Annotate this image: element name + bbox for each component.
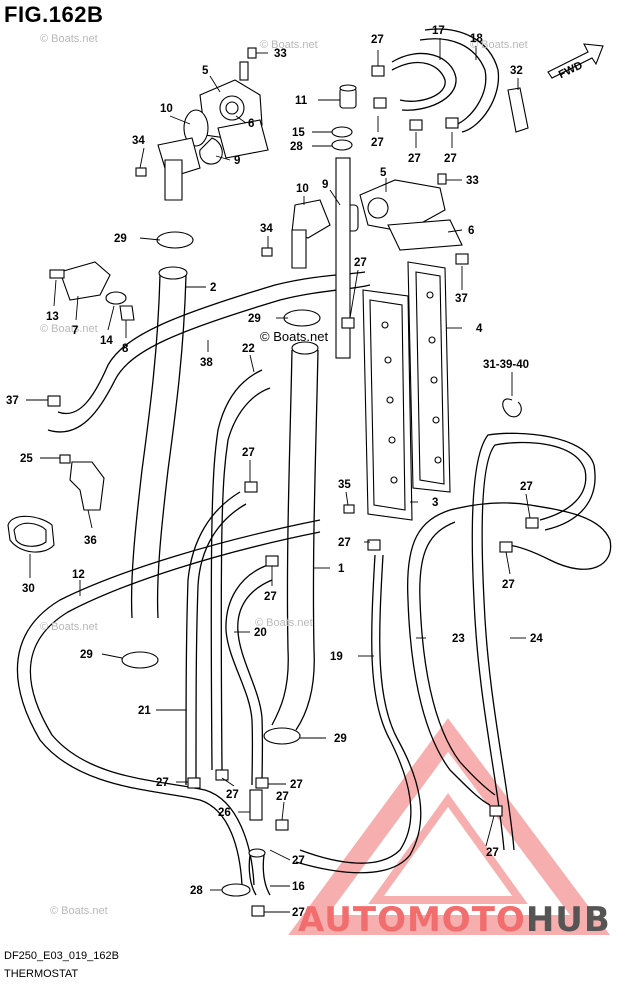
pipe-9 xyxy=(335,157,351,359)
callout-3: 3 xyxy=(432,497,438,509)
hose-group xyxy=(16,28,612,896)
callout-27: 27 xyxy=(408,153,421,165)
watermark-text: © Boats.net xyxy=(50,905,108,917)
figure-code: DF250_E03_019_162B xyxy=(4,950,119,962)
callout-8: 8 xyxy=(122,343,129,355)
callout-27: 27 xyxy=(276,791,289,803)
thermo-switch-parts xyxy=(49,261,135,321)
watermark-text: © Boats.net xyxy=(40,33,98,45)
brand-part-1: AUTOMOTO xyxy=(298,900,526,940)
callout-14: 14 xyxy=(100,335,113,347)
bracket-36 xyxy=(69,461,105,511)
watermark-text: © Boats.net xyxy=(40,621,98,633)
callout-9: 9 xyxy=(234,155,240,167)
callout-29: 29 xyxy=(248,313,261,325)
leader-lines xyxy=(26,38,531,913)
watermark-text: © Boats.net xyxy=(470,39,528,51)
callout-27: 27 xyxy=(520,481,533,493)
brand-part-2: HUB xyxy=(525,900,611,940)
callout-27: 27 xyxy=(444,153,457,165)
callout-27: 27 xyxy=(264,591,277,603)
callout-32: 32 xyxy=(510,65,523,77)
callout-34: 34 xyxy=(132,135,145,147)
figure-subtitle: THERMOSTAT xyxy=(4,968,79,980)
callout-27: 27 xyxy=(226,789,239,801)
watermark-text: © Boats.net xyxy=(40,323,98,335)
callout-29: 29 xyxy=(334,733,347,745)
callout-27: 27 xyxy=(354,257,367,269)
clip-31 xyxy=(502,398,522,418)
callout-27: 27 xyxy=(242,447,255,459)
callout-12: 12 xyxy=(72,569,85,581)
callout-27: 27 xyxy=(156,777,169,789)
callout-29: 29 xyxy=(80,649,93,661)
callout-10: 10 xyxy=(296,183,309,195)
callout-2: 2 xyxy=(210,282,216,294)
callout-17: 17 xyxy=(432,25,445,37)
callout-21: 21 xyxy=(138,705,151,717)
callout-27: 27 xyxy=(371,34,384,46)
boats-watermarks: © Boats.net © Boats.net © Boats.net © Bo… xyxy=(40,33,528,917)
callout-25: 25 xyxy=(20,453,33,465)
callout-33: 33 xyxy=(274,48,287,60)
thermostat-housing-upper xyxy=(157,61,269,201)
callout-9: 9 xyxy=(322,179,328,191)
callout-5: 5 xyxy=(380,167,387,179)
callout-33: 33 xyxy=(466,175,479,187)
callout-23: 23 xyxy=(452,633,465,645)
callout-18: 18 xyxy=(470,33,483,45)
callout-15: 15 xyxy=(292,127,305,139)
callout-28: 28 xyxy=(190,885,203,897)
figure-title: FIG.162B xyxy=(4,2,104,27)
fwd-arrow xyxy=(547,43,604,79)
callout-35: 35 xyxy=(338,479,351,491)
callout-7: 7 xyxy=(72,325,78,337)
cap-11 xyxy=(331,84,357,138)
bracket-32 xyxy=(507,87,529,133)
callout-11: 11 xyxy=(295,95,308,107)
callout-27: 27 xyxy=(338,537,351,549)
callout-27: 27 xyxy=(371,137,384,149)
callout-27: 27 xyxy=(502,579,515,591)
callout-labels: 33 5 10 6 34 9 27 17 18 32 11 15 28 27 2… xyxy=(6,25,543,919)
watermark-text-dark: © Boats.net xyxy=(260,329,329,344)
callout-30: 30 xyxy=(22,583,35,595)
callout-38: 38 xyxy=(200,357,213,369)
clamp-30 xyxy=(7,515,55,553)
watermark-text: © Boats.net xyxy=(260,39,318,51)
callout-6: 6 xyxy=(248,118,254,130)
callout-37: 37 xyxy=(6,395,19,407)
automotohub-watermark-triangle xyxy=(288,718,610,935)
callout-37: 37 xyxy=(455,293,468,305)
callout-28: 28 xyxy=(290,141,303,153)
callout-1: 1 xyxy=(338,563,345,575)
callout-27: 27 xyxy=(290,779,303,791)
thermostat-housing-lower xyxy=(291,179,463,269)
callout-22: 22 xyxy=(242,343,255,355)
callout-26: 26 xyxy=(218,807,231,819)
callout-13: 13 xyxy=(46,311,59,323)
callout-34: 34 xyxy=(260,223,273,235)
callout-31-39-40: 31-39-40 xyxy=(483,359,529,371)
automotohub-logo: AUTOMOTOHUB xyxy=(298,900,611,940)
callout-16: 16 xyxy=(292,881,305,893)
bolts xyxy=(59,47,447,514)
callout-27: 27 xyxy=(292,855,305,867)
callout-27: 27 xyxy=(486,847,499,859)
callout-6: 6 xyxy=(468,225,474,237)
fwd-label: FWD xyxy=(557,59,585,81)
callout-20: 20 xyxy=(254,627,267,639)
callout-5: 5 xyxy=(202,65,209,77)
callout-29: 29 xyxy=(114,233,127,245)
callout-27: 27 xyxy=(292,907,305,919)
callout-4: 4 xyxy=(476,323,483,335)
watermark-text: © Boats.net xyxy=(255,617,313,629)
callout-36: 36 xyxy=(84,535,97,547)
callout-24: 24 xyxy=(530,633,543,645)
thermostat-cover-gaskets xyxy=(362,261,451,521)
callout-10: 10 xyxy=(160,103,173,115)
callout-19: 19 xyxy=(330,651,343,663)
